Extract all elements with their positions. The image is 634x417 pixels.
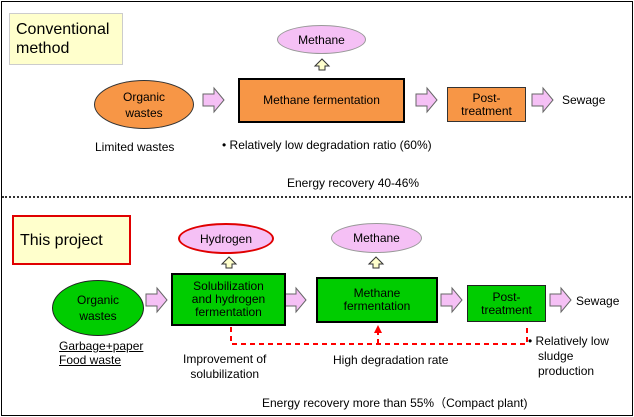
top-sewage-label: Sewage [562, 93, 606, 107]
food-waste-label: Food waste [59, 353, 122, 367]
sludge-label: • Relatively low sludge production [528, 334, 609, 378]
conventional-method-label: Conventional method [9, 13, 123, 65]
bottom-organic-wastes: Organic wastes [52, 280, 144, 336]
hydrogen-ellipse: Hydrogen [178, 223, 274, 254]
up-arrow-bottom-methane [367, 256, 385, 269]
up-arrow-top-methane [313, 58, 331, 71]
bottom-energy-recovery: Energy recovery more than 55%（Compact pl… [262, 396, 528, 410]
bottom-methane-fermentation: Methane fermentation [316, 277, 438, 323]
solubilization-hydrogen-fermentation: Solubilization and hydrogen fermentation [171, 273, 286, 326]
garbage-paper-label: Garbage+paper [59, 339, 144, 353]
arrow-bottom-4 [549, 286, 572, 314]
section-divider [2, 196, 631, 198]
degradation-ratio-label: • Relatively low degradation ratio (60%) [222, 138, 432, 152]
arrow-bottom-2 [284, 286, 307, 314]
arrow-top-3 [531, 86, 554, 114]
limited-wastes-label: Limited wastes [95, 140, 175, 154]
improvement-label: Improvement of solubilization [183, 352, 267, 381]
arrow-bottom-3 [440, 286, 463, 314]
arrow-bottom-1 [145, 286, 168, 314]
top-methane-ellipse: Methane [277, 25, 366, 54]
this-project-label: This project [12, 215, 131, 265]
bottom-methane-ellipse: Methane [331, 223, 422, 253]
red-arrowhead [374, 325, 382, 333]
high-degradation-label: High degradation rate [333, 353, 449, 367]
top-methane-fermentation: Methane fermentation [238, 78, 405, 123]
up-arrow-hydrogen [220, 256, 238, 269]
bottom-post-treatment: Post- treatment [467, 285, 546, 322]
bottom-sewage-label: Sewage [576, 294, 620, 308]
arrow-top-1 [202, 86, 225, 114]
top-energy-recovery: Energy recovery 40-46% [287, 176, 420, 190]
top-post-treatment: Post- treatment [447, 87, 526, 122]
top-organic-wastes: Organic wastes [94, 80, 194, 129]
arrow-top-2 [415, 86, 438, 114]
